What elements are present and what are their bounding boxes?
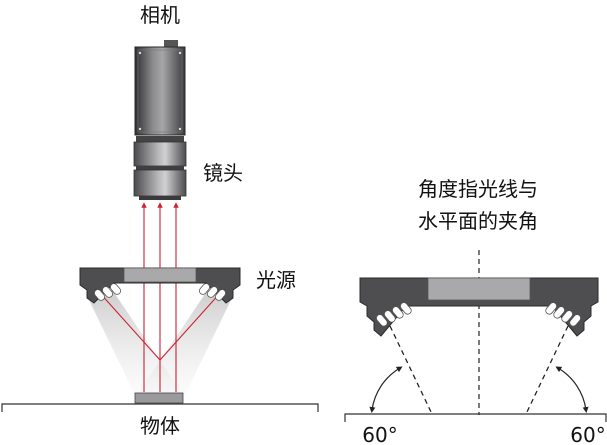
ring-light bbox=[79, 267, 241, 304]
led-group-right-diagram-left bbox=[375, 302, 412, 327]
light-source-label: 光源 bbox=[256, 268, 296, 292]
right-diagram: 角度指光线与 水平面的夹角 bbox=[344, 177, 607, 445]
lens-label: 镜头 bbox=[203, 161, 243, 185]
object bbox=[134, 392, 184, 404]
lens bbox=[133, 136, 187, 200]
left-diagram: 相机 镜头 bbox=[1, 3, 319, 438]
reflected-rays bbox=[98, 202, 222, 392]
camera-label: 相机 bbox=[140, 3, 180, 27]
angle-caption-line2: 水平面的夹角 bbox=[418, 209, 538, 233]
led-group-left bbox=[93, 283, 122, 301]
angle-caption-line1: 角度指光线与 bbox=[418, 177, 538, 201]
angle-arc-right bbox=[555, 366, 589, 413]
led-group-right bbox=[198, 283, 227, 301]
ground-line-right bbox=[344, 413, 607, 422]
camera-body bbox=[134, 40, 186, 136]
object-label: 物体 bbox=[140, 414, 180, 438]
angle-label-right: 60° bbox=[570, 423, 605, 445]
ray-left-dashed bbox=[389, 325, 433, 415]
led-group-right-diagram-right bbox=[545, 302, 582, 327]
right-beam bbox=[137, 291, 232, 395]
ground-line-left bbox=[1, 403, 319, 412]
ray-right-dashed bbox=[525, 325, 569, 415]
angle-label-left: 60° bbox=[362, 423, 397, 445]
angle-arc-left bbox=[369, 366, 403, 413]
ring-light-right bbox=[359, 277, 599, 337]
